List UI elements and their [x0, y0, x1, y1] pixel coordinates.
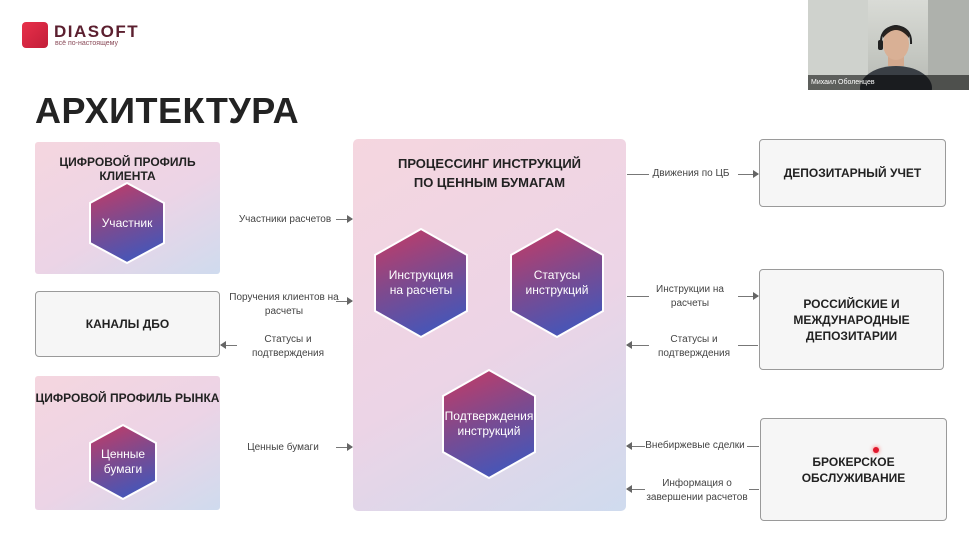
flow-label-participants: Участники расчетов — [238, 214, 332, 225]
webcam-overlay: Михаил Оболенцев — [808, 0, 969, 90]
laser-pointer-dot — [873, 447, 879, 453]
flow-label-settlement-info: Информация о завершении расчетов — [646, 478, 748, 503]
client-profile-title: ЦИФРОВОЙ ПРОФИЛЬ КЛИЕНТА — [59, 155, 196, 183]
arrow-left-statuses — [220, 341, 237, 349]
statuses-hexagon: Статусы инструкций — [509, 228, 605, 338]
flow-label-statuses-right: Статусы и подтверждения — [657, 334, 731, 359]
flow-label-cb-movements: Движения по ЦБ — [652, 168, 730, 179]
processing-title-line2: ПО ЦЕННЫМ БУМАГАМ — [413, 175, 566, 190]
webcam-participant-name: Михаил Оболенцев — [808, 75, 969, 90]
arrow-line-settlement — [749, 485, 759, 493]
arrow-right-cb-movements — [738, 170, 759, 178]
logo-tagline: всё по-настоящему — [55, 40, 119, 47]
processing-box: ПРОЦЕССИНГ ИНСТРУКЦИЙ ПО ЦЕННЫМ БУМАГАМ … — [353, 139, 626, 511]
confirmations-hexagon: Подтверждения инструкций — [441, 369, 537, 479]
market-profile-title: ЦИФРОВОЙ ПРОФИЛЬ РЫНКА — [35, 391, 220, 405]
confirmations-label: Подтверждения инструкций — [444, 409, 534, 438]
processing-title-line1: ПРОЦЕССИНГ ИНСТРУКЦИЙ — [397, 156, 582, 171]
arrow-line-instructions — [627, 292, 649, 300]
logo-name: DIASOFT — [54, 22, 140, 41]
depositories-box: РОССИЙСКИЕ И МЕЖДУНАРОДНЫЕ ДЕПОЗИТАРИИ — [759, 269, 944, 370]
arrow-left-statuses-right — [626, 341, 649, 349]
statuses-label: Статусы инструкций — [525, 268, 589, 297]
arrow-line-otc — [747, 442, 759, 450]
arrow-left-otc — [626, 442, 645, 450]
instruction-label: Инструкция на расчеты — [388, 268, 454, 297]
hexagon-shape — [510, 228, 604, 338]
participant-label: Участник — [101, 215, 153, 230]
market-profile-box: ЦИФРОВОЙ ПРОФИЛЬ РЫНКА Ценные бумаги — [35, 376, 220, 510]
arrow-right-participants — [336, 215, 353, 223]
diasoft-logo-icon — [22, 22, 48, 48]
slide-title: АРХИТЕКТУРА — [35, 90, 300, 131]
flow-label-securities: Ценные бумаги — [247, 442, 319, 453]
hexagon-shape — [374, 228, 468, 338]
client-profile-box: ЦИФРОВОЙ ПРОФИЛЬ КЛИЕНТА Участник — [35, 142, 220, 274]
arrow-line-cb-movements — [627, 170, 649, 178]
flow-label-client-orders: Поручения клиентов на расчеты — [229, 292, 339, 317]
flow-label-instructions-right: Инструкции на расчеты — [656, 284, 724, 309]
arrow-right-client-orders — [336, 297, 353, 305]
arrow-left-settlement — [626, 485, 645, 493]
arrow-line-statuses-right — [738, 341, 758, 349]
participant-hexagon: Участник — [88, 182, 166, 264]
securities-hexagon: Ценные бумаги — [88, 424, 158, 500]
arrow-right-instructions — [738, 292, 759, 300]
instruction-hexagon: Инструкция на расчеты — [373, 228, 469, 338]
flow-label-otc-deals: Внебиржевые сделки — [645, 440, 745, 451]
securities-label: Ценные бумаги — [100, 447, 146, 476]
arrow-right-securities — [336, 443, 353, 451]
brokerage-box: БРОКЕРСКОЕ ОБСЛУЖИВАНИЕ — [760, 418, 947, 521]
dbo-channels-box: КАНАЛЫ ДБО — [35, 291, 220, 357]
depository-accounting-box: ДЕПОЗИТАРНЫЙ УЧЕТ — [759, 139, 946, 207]
speaker-video-icon — [808, 0, 969, 90]
flow-label-statuses-left: Статусы и подтверждения — [251, 334, 325, 359]
hexagon-shape — [442, 369, 536, 479]
hexagon-shape — [89, 182, 165, 264]
hexagon-shape — [89, 424, 157, 500]
